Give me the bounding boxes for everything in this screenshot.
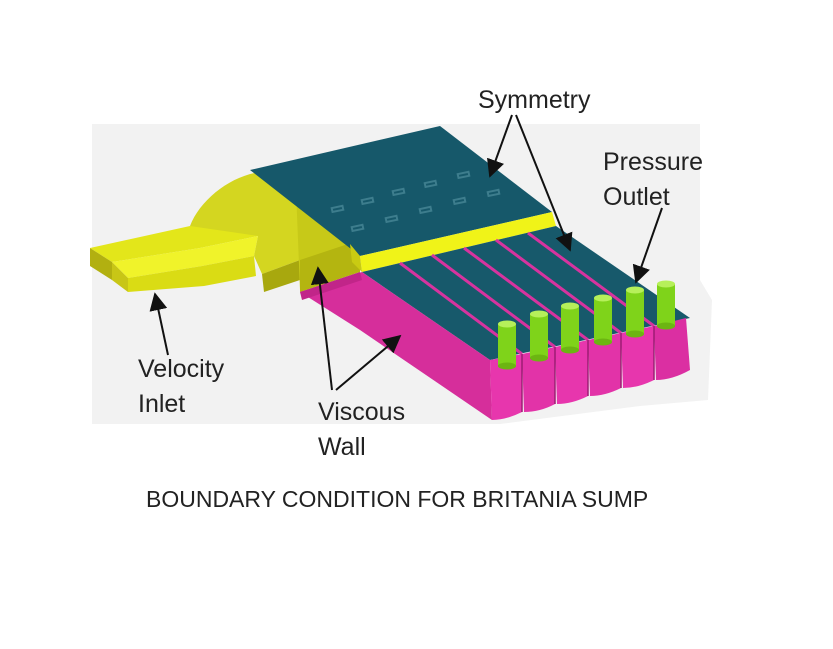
velocity-inlet-label-line2: Inlet: [138, 390, 186, 418]
viscous-wall-label-line1: Viscous: [318, 398, 406, 426]
velocity-inlet-arrow: [149, 292, 169, 356]
viscous-wall-label-line2: Wall: [318, 433, 366, 461]
outlet-pipe: [498, 320, 516, 370]
figure-caption: BOUNDARY CONDITION FOR BRITANIA SUMP: [146, 486, 649, 512]
annotation-arrows: [149, 114, 663, 391]
outlet-pipes: [498, 280, 675, 370]
symmetry-arrow-deck: [487, 114, 513, 178]
symmetry-label: Symmetry: [478, 86, 591, 114]
pressure-outlet-label-line2: Outlet: [603, 183, 670, 211]
deck-front-edge: [360, 212, 556, 272]
velocity-inlet-label-line1: Velocity: [138, 355, 225, 383]
outlet-pipe: [657, 280, 675, 330]
viscous-wall-arrow-inlet: [310, 266, 333, 391]
outlet-pipe: [594, 294, 612, 346]
viscous-wall-label: Viscous Wall: [318, 395, 405, 465]
pressure-outlet-label: Pressure Outlet: [603, 145, 703, 215]
outlet-pipe: [530, 310, 548, 362]
pressure-outlet-arrow: [632, 207, 663, 284]
velocity-inlet-label: Velocity Inlet: [138, 352, 224, 422]
outlet-pipe: [626, 286, 644, 338]
channel-end-blocks: [490, 318, 690, 420]
symmetry-arrow-basin: [515, 114, 573, 252]
viscous-wall-arrow-side: [335, 334, 402, 391]
pressure-outlet-label-line1: Pressure: [603, 148, 704, 176]
outlet-pipe: [561, 302, 579, 354]
symmetry-surface: [250, 126, 552, 256]
deck-slots: [330, 170, 501, 233]
